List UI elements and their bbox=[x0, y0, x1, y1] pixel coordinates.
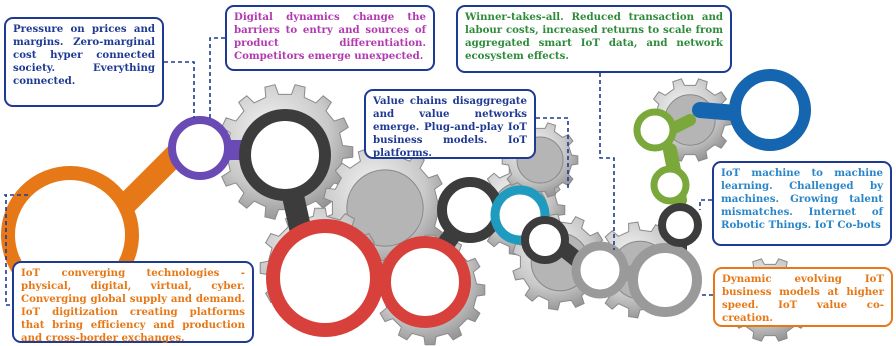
chain-neck bbox=[109, 139, 191, 221]
chain-ring bbox=[633, 108, 677, 152]
note-machine-text: IoT machine to machine learning. Challen… bbox=[721, 167, 883, 231]
note-pressure: Pressure on prices and margins. Zero-mar… bbox=[4, 17, 164, 107]
connector-value bbox=[536, 117, 569, 190]
note-machine-learning: IoT machine to machine learning. Challen… bbox=[712, 161, 892, 246]
chain-ring bbox=[437, 177, 503, 243]
note-converge-text: IoT converging technologies - physical, … bbox=[21, 267, 245, 344]
connector-winner bbox=[599, 73, 615, 250]
chain-ring bbox=[239, 109, 331, 201]
note-value-text: Value chains disaggregate and value netw… bbox=[373, 95, 527, 159]
chain-ring bbox=[266, 219, 384, 337]
chain-ring bbox=[379, 236, 471, 328]
note-value-chains: Value chains disaggregate and value netw… bbox=[364, 89, 536, 159]
chain-ring bbox=[650, 165, 690, 205]
dashed-connectors bbox=[4, 37, 713, 306]
connector-pressure bbox=[164, 61, 195, 118]
connector-digital bbox=[209, 37, 225, 120]
connector-converging bbox=[4, 194, 12, 306]
chain-ring bbox=[168, 116, 232, 180]
note-digital-text: Digital dynamics change the barriers to … bbox=[234, 11, 426, 62]
note-winner-takes-all: Winner-takes-all. Reduced transaction an… bbox=[456, 5, 732, 73]
connector-machine bbox=[699, 199, 712, 210]
chain-ring bbox=[571, 241, 629, 299]
note-pressure-text: Pressure on prices and margins. Zero-mar… bbox=[13, 23, 155, 87]
chain-ring bbox=[628, 243, 702, 317]
note-converging-technologies: IoT converging technologies - physical, … bbox=[12, 261, 254, 344]
gear-hub bbox=[346, 169, 424, 247]
note-dynamic-business-models: Dynamic evolving IoT business models at … bbox=[713, 267, 893, 327]
chain-ring bbox=[658, 203, 702, 247]
note-winner-text: Winner-takes-all. Reduced transaction an… bbox=[465, 11, 723, 62]
note-digital-dynamics: Digital dynamics change the barriers to … bbox=[225, 5, 435, 71]
chain-ring bbox=[729, 69, 811, 151]
chain-ring bbox=[521, 216, 569, 264]
note-dynamic-text: Dynamic evolving IoT business models at … bbox=[722, 273, 884, 324]
